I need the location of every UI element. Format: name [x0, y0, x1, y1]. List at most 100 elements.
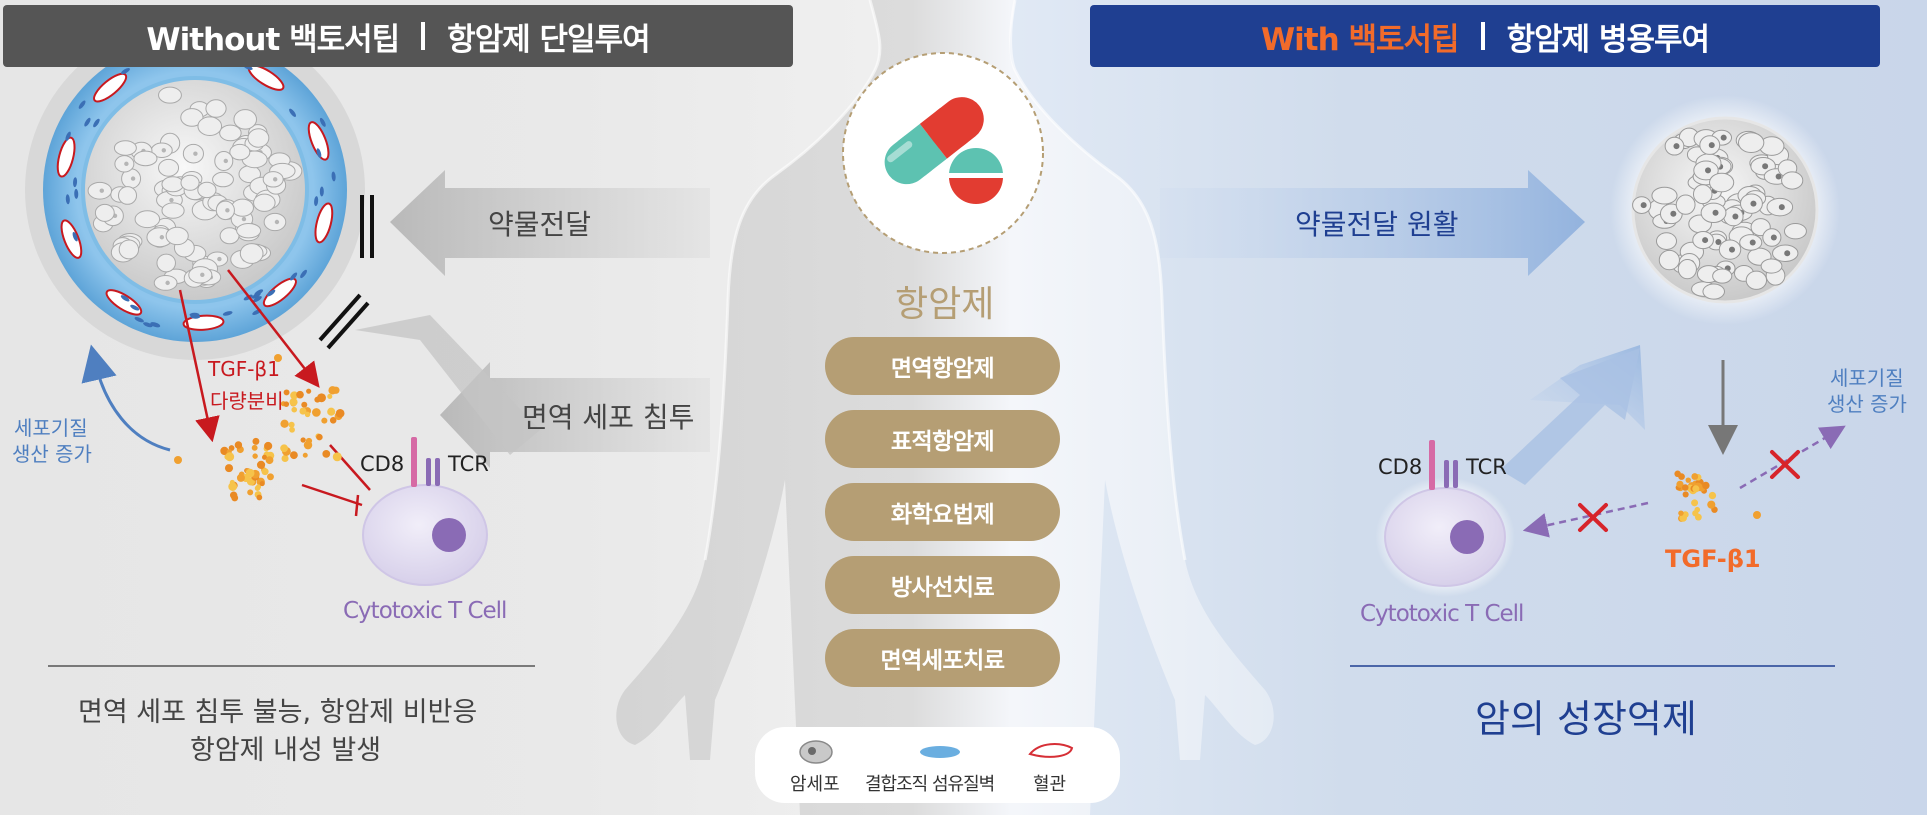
right-cd8-label: CD8 [1378, 455, 1423, 479]
tgf-particle [317, 393, 326, 403]
left-ecm-label-2: 생산 증가 [12, 442, 92, 466]
tcr-receptor-right [1444, 460, 1458, 488]
cell-nucleus [1749, 239, 1756, 246]
drug-type-radiotherapy: 방사선치료 [825, 556, 1060, 614]
header-left-suffix: 항암제 단일투여 [447, 21, 650, 58]
tgf-beta-particles-right [1674, 470, 1718, 522]
tgf-particle [1685, 477, 1692, 483]
tgf-particle [329, 417, 337, 424]
left-immune-infiltration-label: 면역 세포 침투 [522, 401, 695, 434]
tgf-particle [236, 473, 245, 482]
cell-nucleus [225, 208, 230, 213]
tumor-cell [1692, 184, 1713, 205]
tgf-particle [247, 489, 254, 496]
capsule-icon [884, 97, 984, 185]
fibroblast [314, 196, 319, 207]
tgf-particle [1707, 500, 1716, 509]
cell-nucleus [99, 188, 104, 193]
cell-nucleus [124, 161, 129, 167]
tgf-particle [1694, 513, 1702, 521]
drug-delivery-arrow-right [1160, 170, 1585, 276]
tgf-arrow-2 [227, 269, 320, 388]
tumor-cell [1781, 171, 1804, 190]
tgf-particle [288, 421, 295, 428]
tgf-particle [225, 452, 235, 462]
tgf-particle [1679, 514, 1687, 522]
left-t-cell [362, 437, 488, 586]
tumor-cell [233, 109, 257, 130]
header-left-prefix: Without 백토서팁 [146, 21, 400, 58]
tumor-cell [161, 176, 185, 193]
fibroblast [319, 117, 326, 127]
tgf-particle [1691, 473, 1699, 480]
tgf-particle [327, 407, 336, 416]
tgf-particle [1692, 485, 1700, 493]
tgf-particle [1678, 473, 1685, 480]
cell-nucleus [1670, 210, 1677, 217]
cell-nucleus [274, 219, 280, 225]
cell-nucleus [159, 235, 165, 240]
tgf-particle [224, 464, 234, 473]
left-tgf-label: TGF-β1 [208, 357, 280, 381]
tgf-particle [228, 482, 238, 491]
tumor-cell [239, 243, 264, 264]
tgf-particle [302, 452, 308, 458]
tumor-cell [247, 128, 270, 148]
tumor-cell [1702, 283, 1725, 300]
fibroblast [289, 108, 297, 117]
fibroblast [266, 289, 276, 297]
tumor-cell [158, 86, 182, 104]
blood-vessel [93, 72, 128, 103]
fibroblast [331, 171, 336, 182]
fibroblast [93, 118, 100, 128]
left-tumor-tissue [25, 20, 365, 360]
cell-nucleus [169, 197, 174, 203]
tgf-particle [303, 440, 313, 450]
cell-nucleus [241, 216, 247, 222]
fibroblast [65, 194, 70, 205]
header-right-suffix: 항암제 병용투여 [1506, 21, 1710, 58]
tgf-particle [229, 479, 235, 485]
header-left-separator [421, 22, 426, 50]
cell-nucleus [223, 158, 228, 164]
drug-type-chemotherapy: 화학요법제 [825, 483, 1060, 541]
left-tcr-label: TCR [448, 452, 489, 476]
fibroblast [65, 131, 71, 141]
left-t-cell-label: Cytotoxic T Cell [343, 598, 507, 624]
tgf-particle [301, 401, 308, 408]
tgf-particle [280, 444, 288, 453]
fiber-legend-icon [920, 746, 960, 758]
tgf-particle [251, 444, 258, 451]
legend-cancer-cell-label: 암세포 [790, 774, 840, 795]
cell-nucleus [1729, 246, 1736, 253]
tumor-cell [205, 99, 227, 118]
fibroblast [72, 231, 78, 242]
tumor-cell [212, 171, 234, 188]
right-t-cell-label: Cytotoxic T Cell [1360, 601, 1524, 627]
cell-nucleus [1762, 163, 1769, 170]
cell-nucleus [1708, 142, 1715, 149]
tgf-particle [1694, 506, 1701, 513]
immune-infiltration-diagonal-arrow [355, 315, 540, 455]
legend-box [755, 727, 1120, 803]
tgf-beta-particles-left-1 [220, 437, 275, 502]
vessel-legend-icon [1028, 743, 1074, 758]
tgf-particle [335, 408, 345, 418]
tumor-cell [117, 186, 138, 205]
tgf-particle [304, 411, 311, 418]
tumor-cell [1709, 172, 1735, 193]
cell-nucleus [1640, 202, 1647, 209]
tumor-cell [133, 150, 158, 167]
fibroblast [252, 296, 262, 303]
tgf-particle [245, 468, 255, 478]
tumor-cell [1675, 194, 1696, 215]
tumor-cell [219, 227, 240, 245]
header-with-bactosertib: With 백토서팁 항암제 병용투여 [1090, 5, 1880, 67]
fibroblast [74, 188, 79, 199]
tumor-cell [197, 181, 217, 199]
tumor-cell [134, 210, 161, 229]
tgf-particle [261, 468, 269, 476]
cell-nucleus [1775, 173, 1782, 180]
tgf-particle [283, 401, 290, 407]
